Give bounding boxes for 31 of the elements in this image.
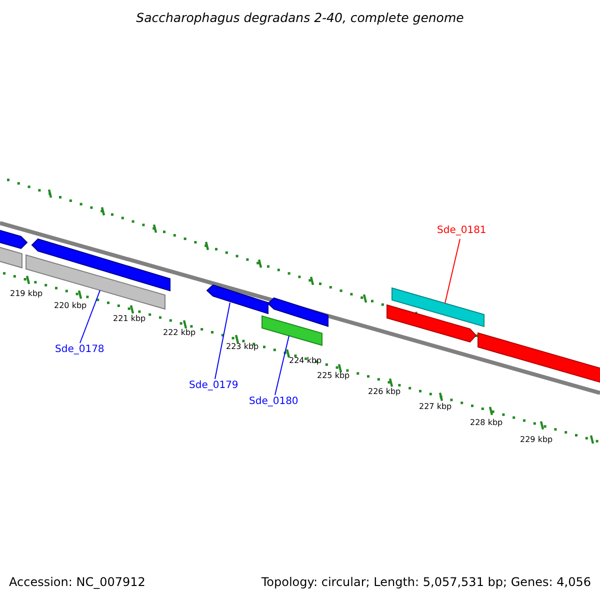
gene-label: Sde_0180: [249, 397, 298, 407]
scale-label: 224 kbp: [289, 357, 322, 365]
footer-text: Accession: NC_007912: [9, 576, 146, 588]
gene-feature: [267, 297, 328, 327]
scale-label: 229 kbp: [520, 436, 553, 444]
gene-label: Sde_0178: [55, 345, 104, 355]
gene-label: Sde_0181: [437, 226, 486, 236]
scale-label: 228 kbp: [470, 419, 503, 427]
gene-feature: [386, 304, 477, 342]
scale-label: 222 kbp: [163, 329, 196, 337]
gene-feature: [0, 228, 28, 250]
scale-label: 225 kbp: [317, 372, 350, 380]
scale-label: 223 kbp: [226, 343, 259, 351]
gene-label: Sde_0179: [189, 381, 238, 391]
leader-line: [444, 238, 460, 304]
gene-feature: [26, 254, 166, 310]
scale-label: 220 kbp: [54, 302, 87, 310]
scale-label: 226 kbp: [368, 388, 401, 396]
leader-line: [214, 302, 230, 380]
gene-feature: [262, 315, 322, 346]
scale-label: 219 kbp: [10, 290, 43, 298]
gene-feature: [392, 287, 484, 328]
footer-text: Topology: circular; Length: 5,057,531 bp; Genes: 4,056: [261, 576, 591, 588]
title: Saccharophagus degradans 2-40, complete genome: [135, 12, 465, 24]
gene-feature: [31, 238, 170, 292]
scale-label: 221 kbp: [113, 315, 146, 323]
scale-label: 227 kbp: [419, 403, 452, 411]
leader-line: [274, 335, 290, 396]
gene-feature: [0, 245, 22, 268]
gene-feature: [206, 284, 268, 314]
leader-line: [80, 290, 100, 344]
